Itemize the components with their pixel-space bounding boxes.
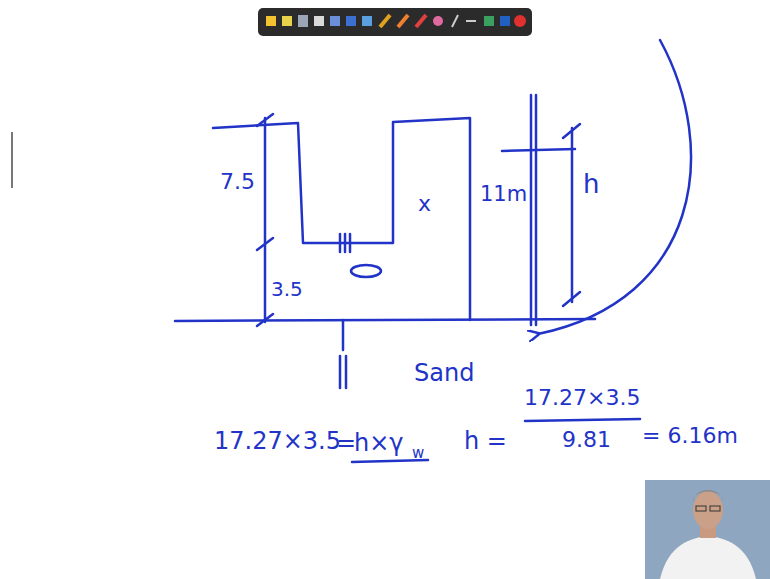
fraction-denominator: 9.81 <box>562 428 611 452</box>
margin-mark <box>11 132 13 188</box>
equation-term: h×γ <box>354 430 404 456</box>
equation-term: h = <box>464 428 507 454</box>
equation-term: 17.27×3.5 <box>214 428 341 454</box>
webcam-inset <box>645 480 770 579</box>
soil-label: Sand <box>414 360 474 386</box>
fraction-numerator: 17.27×3.5 <box>524 386 640 410</box>
dam-sketch <box>175 40 691 462</box>
equation-result: = 6.16m <box>642 424 738 448</box>
dimension-label: 7.5 <box>220 170 255 194</box>
dimension-label: 11m <box>480 183 527 206</box>
dimension-label: 3.5 <box>271 278 303 300</box>
variable-label: x <box>418 192 431 216</box>
dimension-label: h <box>583 170 599 199</box>
equation-subscript: w <box>412 445 424 462</box>
toolbar-icons <box>266 15 526 27</box>
equation-sign: = <box>336 430 356 456</box>
toolbar <box>258 8 532 36</box>
